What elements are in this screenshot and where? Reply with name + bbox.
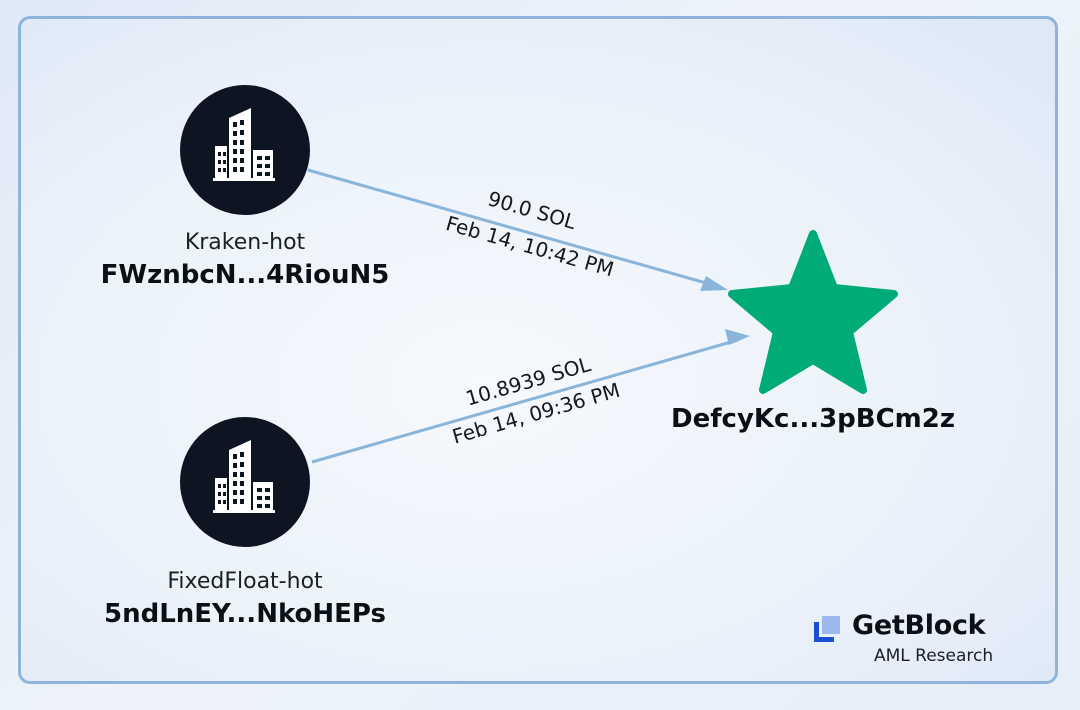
brand-subtitle: AML Research (874, 646, 994, 666)
brand-name: GetBlock (852, 610, 986, 641)
edge-fixedfloat-to-target[interactable] (311, 329, 750, 464)
node-target[interactable] (728, 230, 898, 394)
brand-watermark: GetBlock AML Research (812, 610, 1022, 672)
node-fixedfloat[interactable] (180, 417, 310, 547)
node-address[interactable]: DefcyKc...3pBCm2z (671, 404, 955, 434)
edge-kraken-to-target[interactable] (307, 168, 728, 291)
node-address[interactable]: FWznbcN...4RiouN5 (101, 260, 390, 290)
node-type-label: Kraken-hot (185, 230, 306, 255)
star-icon (728, 230, 898, 394)
node-kraken[interactable] (180, 85, 310, 215)
getblock-logo-icon (814, 616, 840, 642)
node-address[interactable]: 5ndLnEY...NkoHEPs (104, 599, 386, 629)
node-type-label: FixedFloat-hot (167, 569, 323, 594)
